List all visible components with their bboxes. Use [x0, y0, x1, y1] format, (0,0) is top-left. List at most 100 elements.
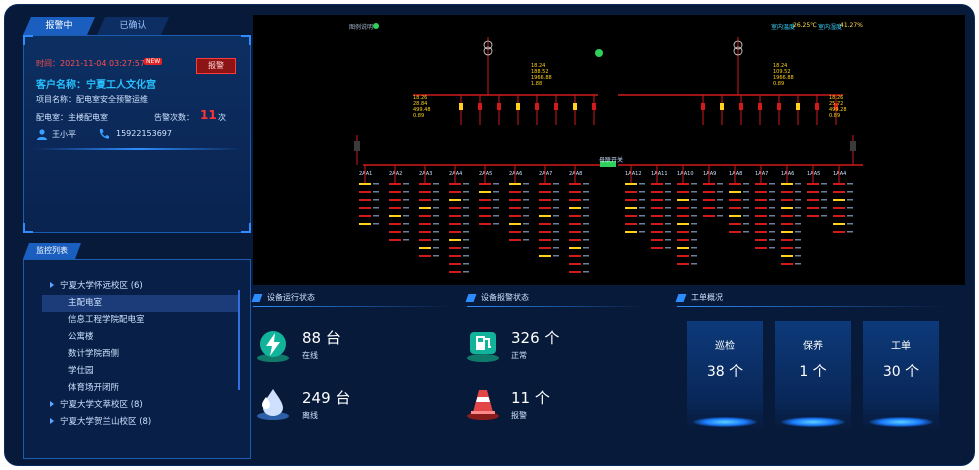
switch-mark — [516, 103, 520, 110]
feeder-label-mark — [553, 255, 559, 257]
feeder-label-mark — [691, 223, 697, 225]
feeder-label-mark — [795, 183, 801, 185]
feeder-switch — [703, 199, 715, 201]
feeder-switch — [833, 223, 845, 225]
feeder-switch — [677, 183, 689, 185]
feeder-label-mark — [639, 199, 645, 201]
feeder-label-mark — [639, 191, 645, 193]
tree-label: 数计学院西侧 — [68, 349, 120, 359]
feeder-label-mark — [583, 223, 589, 225]
feeder-switch — [677, 191, 689, 193]
feeder-label: 1AA11 — [651, 171, 668, 177]
feeder-switch — [703, 215, 715, 217]
reading-text: 0.89 — [829, 113, 840, 119]
feeder-switch — [389, 231, 401, 233]
feeder-label-mark — [583, 247, 589, 249]
feeder-switch — [569, 263, 581, 265]
feeder-switch — [419, 215, 431, 217]
feeder-label-mark — [769, 199, 775, 201]
feeder-label-mark — [847, 199, 853, 201]
feeder-label-mark — [433, 239, 439, 241]
feeder-label-mark — [717, 183, 723, 185]
feeder-switch — [833, 207, 845, 209]
tree-item[interactable]: 数计学院西侧 — [42, 346, 238, 363]
work-order-card-inspection[interactable]: 巡检 38 个 — [687, 321, 763, 431]
feeder-switch — [833, 231, 845, 233]
contact-phone[interactable]: 15922153697 — [116, 129, 172, 138]
feeder-label-mark — [691, 207, 697, 209]
bus-coupler-switch — [600, 161, 616, 167]
alarm-button[interactable]: 报警 — [196, 58, 236, 74]
tree-item[interactable]: 公寓楼 — [42, 329, 238, 346]
tree-item[interactable]: 主配电室 — [42, 295, 238, 312]
feeder-label-mark — [769, 183, 775, 185]
feeder-label-mark — [373, 191, 379, 193]
feeder-label-mark — [463, 263, 469, 265]
feeder-switch — [755, 191, 767, 193]
work-order-card-orders[interactable]: 工单 30 个 — [863, 321, 939, 431]
feeder-switch — [569, 255, 581, 257]
feeder-switch — [539, 215, 551, 217]
feeder-label-mark — [433, 255, 439, 257]
feeder-switch — [539, 247, 551, 249]
tree-item[interactable]: 学仕园 — [42, 363, 238, 380]
feeder-switch — [781, 199, 793, 201]
feeder-switch — [569, 223, 581, 225]
tree-label: 信息工程学院配电室 — [68, 315, 145, 325]
tree-item[interactable]: 信息工程学院配电室 — [42, 312, 238, 329]
feeder-label-mark — [523, 215, 529, 217]
alarm-count-total: 11 个 — [511, 389, 550, 407]
tab-confirmed[interactable]: 已确认 — [97, 17, 169, 35]
feeder-label-mark — [847, 215, 853, 217]
expand-arrow-icon[interactable] — [50, 418, 54, 424]
transformer-icon — [733, 46, 743, 56]
tree-item[interactable]: 体育场开闭所 — [42, 380, 238, 397]
switch-mark — [739, 103, 743, 110]
feeder-label-mark — [403, 199, 409, 201]
feeder-switch — [509, 191, 521, 193]
expand-arrow-icon[interactable] — [50, 401, 54, 407]
feeder-label-mark — [691, 183, 697, 185]
feeder-switch — [479, 183, 491, 185]
feeder-label-mark — [373, 183, 379, 185]
switch-mark — [834, 103, 838, 110]
feeder-switch — [677, 239, 689, 241]
feeder-label-mark — [463, 255, 469, 257]
feeder-label-mark — [553, 183, 559, 185]
feeder-label-mark — [493, 191, 499, 193]
feeder-switch — [755, 223, 767, 225]
feeder-label-mark — [847, 207, 853, 209]
reading-text: 499.28 — [829, 107, 847, 113]
tree-group[interactable]: 宁夏大学文萃校区 (8) — [42, 397, 238, 414]
tree-group[interactable]: 宁夏大学怀远校区 (6) — [42, 278, 238, 295]
feeder-label-mark — [553, 191, 559, 193]
feeder-label-mark — [433, 231, 439, 233]
feeder-label-mark — [795, 223, 801, 225]
card-title: 工单 — [891, 341, 911, 352]
work-order-card-maintenance[interactable]: 保养 1 个 — [775, 321, 851, 431]
tree-label: 体育场开闭所 — [68, 383, 120, 393]
feeder-label-mark — [847, 231, 853, 233]
feeder-label-mark — [463, 215, 469, 217]
feeder-switch — [651, 231, 663, 233]
feeder-label-mark — [403, 215, 409, 217]
scrollbar[interactable] — [238, 290, 240, 390]
expand-arrow-icon[interactable] — [50, 282, 54, 288]
tab-alarming[interactable]: 报警中 — [23, 17, 95, 35]
tree-group[interactable]: 宁夏大学贺兰山校区 (8) — [42, 414, 238, 431]
feeder-switch — [389, 183, 401, 185]
feeder-label-mark — [523, 207, 529, 209]
feeder-switch — [651, 247, 663, 249]
feeder-label-mark — [743, 207, 749, 209]
feeder-label-mark — [553, 239, 559, 241]
reading-text: 1966.88 — [531, 75, 552, 81]
feeder-label-mark — [433, 183, 439, 185]
feeder-label-mark — [821, 191, 827, 193]
feeder-switch — [479, 199, 491, 201]
feeder-switch — [755, 239, 767, 241]
feeder-label: 1AA9 — [703, 171, 716, 177]
feeder-switch — [625, 183, 637, 185]
feeder-label-mark — [463, 223, 469, 225]
feeder-label-mark — [373, 207, 379, 209]
